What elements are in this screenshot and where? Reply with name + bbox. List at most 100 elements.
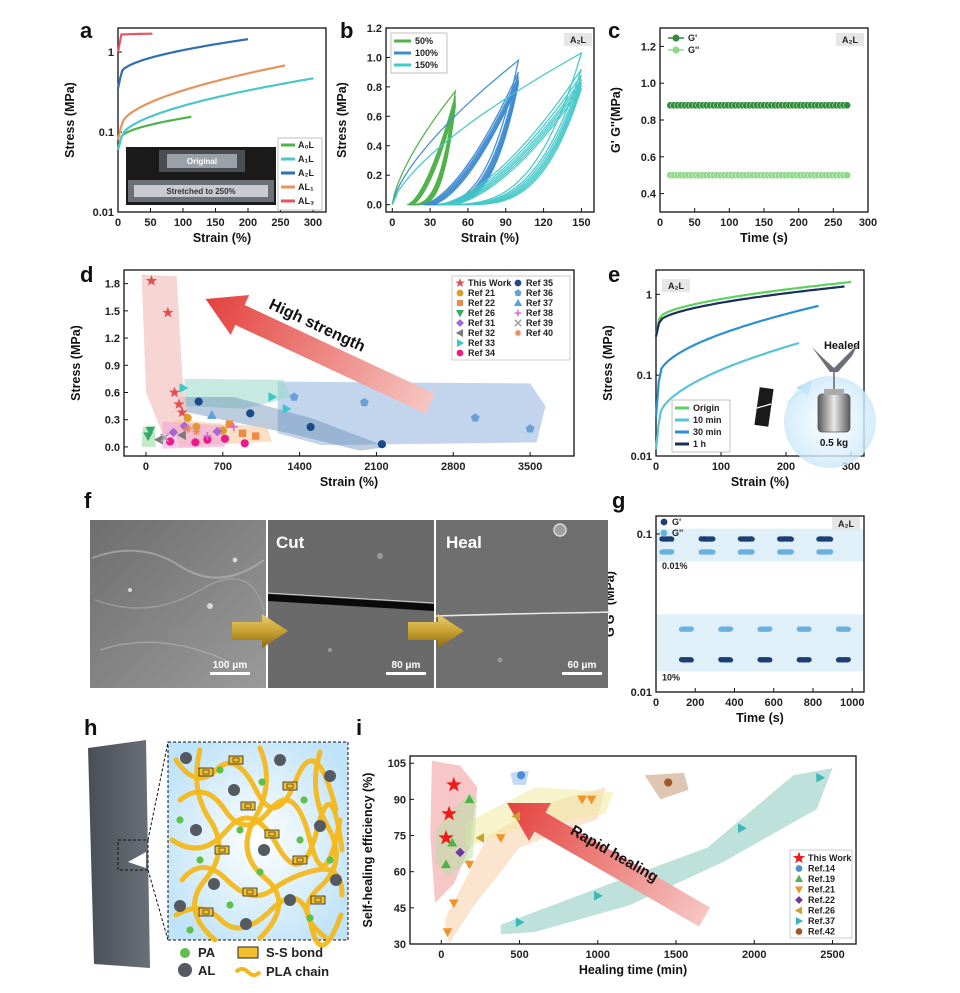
al-particle-icon [240, 918, 252, 930]
pa-particle-icon [296, 836, 304, 844]
y-tick-label: 1 [108, 47, 114, 59]
al-particle-icon [228, 784, 240, 796]
legend-label: Ref.14 [808, 864, 835, 874]
y-tick-label: 0.8 [367, 82, 382, 94]
cycle-line-s150 [448, 85, 583, 206]
cycle-line-s150 [445, 82, 583, 206]
y-tick-label: 90 [394, 794, 406, 806]
data-point-Gpp [688, 626, 694, 632]
al-particle-icon [274, 754, 286, 766]
inset-healed-sample [812, 344, 858, 372]
sem-particle [497, 657, 503, 663]
ss-bond-inner [246, 889, 254, 895]
inset-weight-label: 0.5 kg [820, 438, 848, 449]
ss-bond-inner [296, 857, 304, 863]
data-point-2 [447, 837, 458, 847]
pa-particle-icon [258, 778, 266, 786]
legend-label: 1 h [693, 439, 706, 449]
pla-chain-shape [177, 789, 343, 869]
data-point-3 [448, 899, 459, 909]
al-particle-icon [174, 900, 186, 912]
sem-texture-3 [99, 641, 231, 663]
y-tick-label: 1.2 [105, 333, 120, 345]
al-particle-icon [180, 752, 192, 764]
x-axis-label: Time (s) [736, 711, 784, 725]
legend-label: Ref 40 [526, 328, 553, 338]
data-point-9 [525, 424, 535, 433]
legend-marker [672, 46, 680, 54]
legend-marker [514, 319, 522, 327]
data-point-2 [252, 432, 260, 440]
legend-marker [456, 289, 464, 297]
legend-label: Ref 34 [468, 348, 495, 358]
data-point-6 [816, 772, 826, 783]
x-tick-label: 0 [389, 217, 395, 229]
series-line-AL1 [116, 64, 286, 141]
legend-marker [456, 319, 464, 327]
al-particle-icon [208, 878, 220, 890]
al-legend-icon [178, 963, 192, 977]
scale-bar-3 [562, 672, 602, 675]
data-point-G1 [843, 101, 851, 110]
panel-label-g: g [612, 488, 625, 513]
data-point-10 [206, 410, 217, 419]
sample-tag: A₂L [842, 35, 858, 45]
pa-particle-icon [236, 826, 244, 834]
strain-group-label: 0.01% [662, 561, 688, 571]
legend-marker [795, 896, 803, 904]
y-tick-label: 45 [394, 903, 406, 915]
legend-box [789, 849, 853, 939]
legend-marker [456, 299, 464, 307]
data-point-Gp [767, 657, 773, 663]
x-tick-label: 800 [804, 697, 822, 709]
y-tick-label: 30 [394, 939, 406, 951]
data-point-3 [442, 928, 453, 937]
sem-heal-label: Heal [446, 533, 482, 552]
trend-arrow-icon [205, 295, 435, 414]
sem-particle [232, 557, 238, 563]
x-axis-label: Strain (%) [193, 231, 251, 245]
data-point-0 [441, 805, 457, 821]
legend-label: This Work [468, 278, 512, 288]
legend-label: This Work [808, 853, 852, 863]
data-point-5 [475, 833, 485, 843]
sem-arrow-icon [232, 614, 288, 648]
x-tick-label: 0 [143, 461, 149, 473]
scale-bar-2 [386, 672, 426, 675]
y-tick-label: 0.0 [105, 442, 120, 454]
ss-bond-inner [244, 803, 252, 809]
data-point-3 [586, 795, 597, 805]
legend-label: 150% [415, 60, 438, 70]
data-point-Gp [710, 536, 716, 542]
data-point-2 [441, 859, 451, 869]
al-particle-icon [258, 844, 270, 856]
inset-stretched-label: Stretched to 250% [166, 187, 235, 196]
sem-images: Cut Heal 100 μm 80 μm 60 μm [90, 520, 611, 688]
ss-bond-legend-icon [237, 946, 259, 959]
y-tick-label: 0.01 [631, 451, 652, 463]
y-tick-label: 60 [394, 867, 406, 879]
legend-marker [514, 289, 522, 297]
series-line-A0L [116, 115, 192, 151]
sem-particle [377, 553, 383, 559]
x-tick-label: 0 [653, 697, 659, 709]
sample-tag-bg [564, 33, 592, 46]
cycle-line-s150 [442, 79, 583, 206]
plot-frame [123, 269, 575, 457]
sem-particle [553, 523, 567, 537]
legend-label: AL₁ [298, 182, 314, 192]
inset-healed-label: Healed [824, 340, 860, 352]
x-tick-label: 600 [765, 697, 783, 709]
x-tick-label: 120 [534, 217, 552, 229]
y-tick-label: 0.6 [367, 111, 382, 123]
data-point-7 [191, 438, 200, 447]
sample-tag-bg [832, 517, 860, 530]
sem-texture-2 [94, 578, 265, 611]
sem-particle [328, 648, 332, 652]
panel-label-f: f [84, 488, 92, 513]
x-tick-label: 400 [725, 697, 743, 709]
ss-bond-icon [242, 887, 258, 897]
region-shape [178, 397, 388, 451]
pa-legend-label: PA [198, 945, 216, 960]
